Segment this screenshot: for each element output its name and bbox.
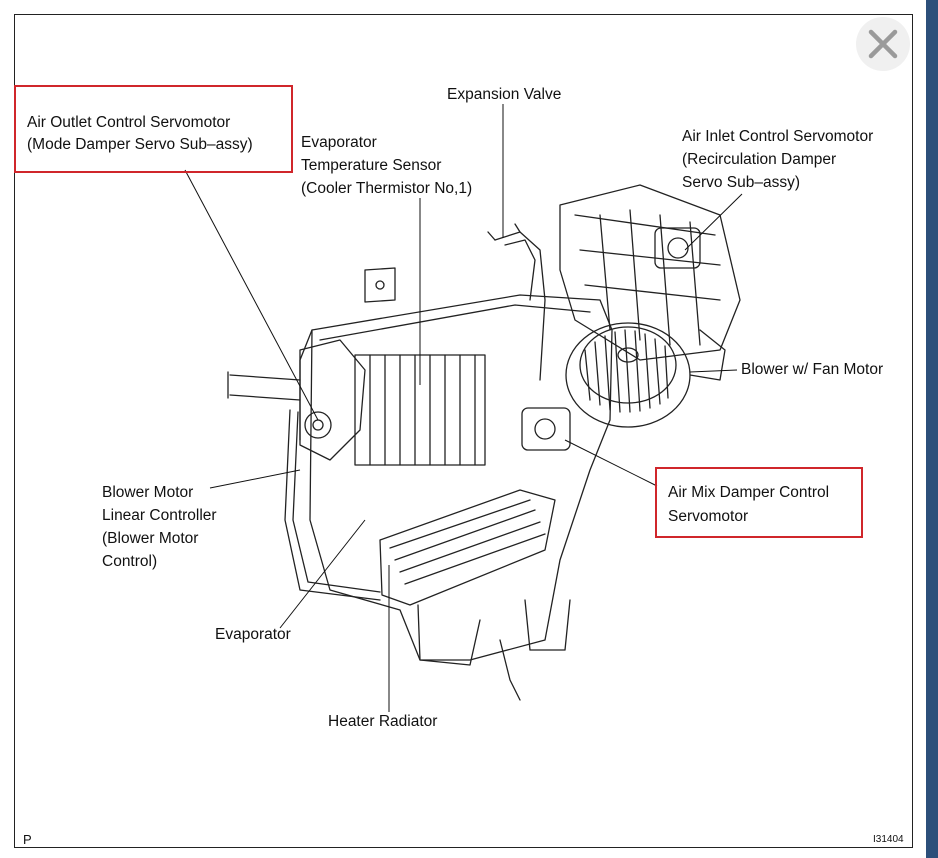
blower-fan-motor-label: Blower w/ Fan Motor xyxy=(741,361,884,378)
blower-ctrl-label-line1: Blower Motor xyxy=(102,484,194,501)
evap-sensor-label-line2: Temperature Sensor xyxy=(301,157,442,174)
housing-outline xyxy=(309,294,613,661)
outlet-servo-shape xyxy=(299,339,366,461)
air-mix-label-line2: Servomotor xyxy=(668,508,749,525)
leader-air-outlet xyxy=(184,169,319,421)
heater-radiator-label: Heater Radiator xyxy=(328,713,438,730)
leader-blower-ctrl xyxy=(209,469,301,489)
close-icon xyxy=(868,29,898,59)
air-outlet-label-line2: (Mode Damper Servo Sub–assy) xyxy=(27,136,253,153)
blower-ctrl-label-line2: Linear Controller xyxy=(102,507,217,524)
evaporator-label: Evaporator xyxy=(215,626,291,643)
air-outlet-highlight-box xyxy=(14,85,293,173)
leader-air-inlet xyxy=(684,193,743,251)
expansion-valve-label: Expansion Valve xyxy=(447,86,562,103)
close-button[interactable] xyxy=(856,17,910,71)
leader-evaporator xyxy=(279,519,366,629)
leader-blower-fan xyxy=(689,369,738,373)
blower-ctrl-label-line4: Control) xyxy=(102,553,158,570)
air-mix-highlight-box xyxy=(655,467,863,538)
heater-radiator-shape xyxy=(379,489,556,606)
air-inlet-label-line1: Air Inlet Control Servomotor xyxy=(682,128,874,145)
air-inlet-label-line2: (Recirculation Damper xyxy=(682,151,837,168)
intake-box xyxy=(559,184,741,361)
leader-air-mix xyxy=(564,439,658,487)
evap-sensor-label-line1: Evaporator xyxy=(301,134,377,151)
air-mix-label-line1: Air Mix Damper Control xyxy=(668,484,830,501)
evap-sensor-label-line3: (Cooler Thermistor No,1) xyxy=(301,180,473,197)
air-mix-servo-shape xyxy=(521,407,571,451)
air-outlet-label-line1: Air Outlet Control Servomotor xyxy=(27,114,231,131)
corner-code-left: P xyxy=(23,832,32,847)
corner-code-right: I31404 xyxy=(873,834,904,845)
lower-ducts xyxy=(417,604,481,666)
window-edge xyxy=(926,0,938,858)
diagram-frame xyxy=(14,14,913,848)
refrigerant-pipes xyxy=(494,231,546,381)
air-inlet-label-line3: Servo Sub–assy) xyxy=(682,174,801,191)
inlet-servo-shape xyxy=(654,227,701,269)
blower-ctrl-label-line3: (Blower Motor xyxy=(102,530,199,547)
side-pipes xyxy=(229,374,301,401)
